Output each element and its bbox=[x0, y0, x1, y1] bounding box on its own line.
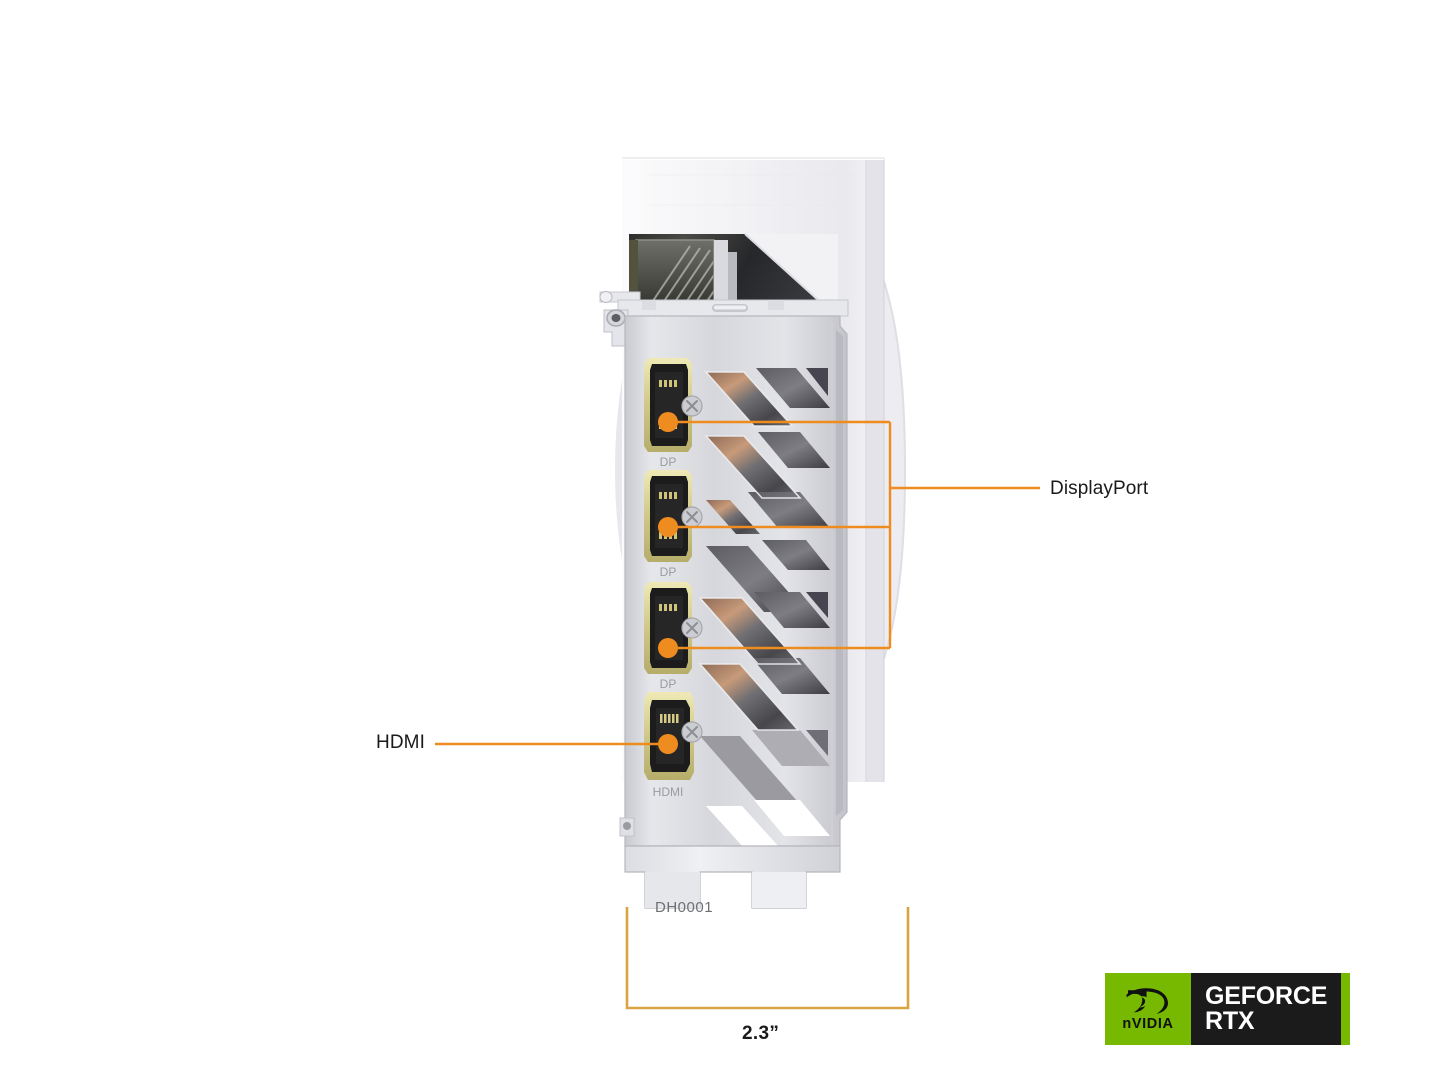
callout-label-hdmi: HDMI bbox=[376, 732, 425, 753]
nvidia-wordmark: nVIDIA bbox=[1122, 1016, 1174, 1033]
port-label-dp-3: DP bbox=[660, 677, 677, 691]
geforce-word: GEFORCE bbox=[1205, 981, 1328, 1010]
dimension-bracket-width bbox=[625, 907, 910, 1010]
callout-label-displayport: DisplayPort bbox=[1050, 478, 1149, 499]
port-label-hdmi: HDMI bbox=[653, 785, 684, 799]
callout-dot-displayport bbox=[658, 412, 678, 658]
callout-displayport bbox=[668, 420, 1040, 650]
badge-green-accent-strip bbox=[1341, 973, 1350, 1045]
bracket-serial-text: DH0001 bbox=[655, 899, 713, 916]
geforce-rtx-badge: nVIDIA GEFORCE RTX bbox=[1105, 973, 1350, 1045]
port-label-dp-2: DP bbox=[660, 565, 677, 579]
port-label-dp-1: DP bbox=[660, 455, 677, 469]
nvidia-logo-panel: nVIDIA bbox=[1105, 973, 1191, 1045]
rtx-word: RTX bbox=[1205, 1007, 1255, 1035]
nvidia-eye-icon bbox=[1126, 988, 1168, 1015]
bracket-vent-slots bbox=[698, 368, 830, 846]
dimension-label-width: 2.3” bbox=[742, 1023, 780, 1044]
geforce-rtx-text-panel: GEFORCE RTX bbox=[1191, 973, 1341, 1045]
callout-dot-hdmi bbox=[658, 734, 678, 754]
